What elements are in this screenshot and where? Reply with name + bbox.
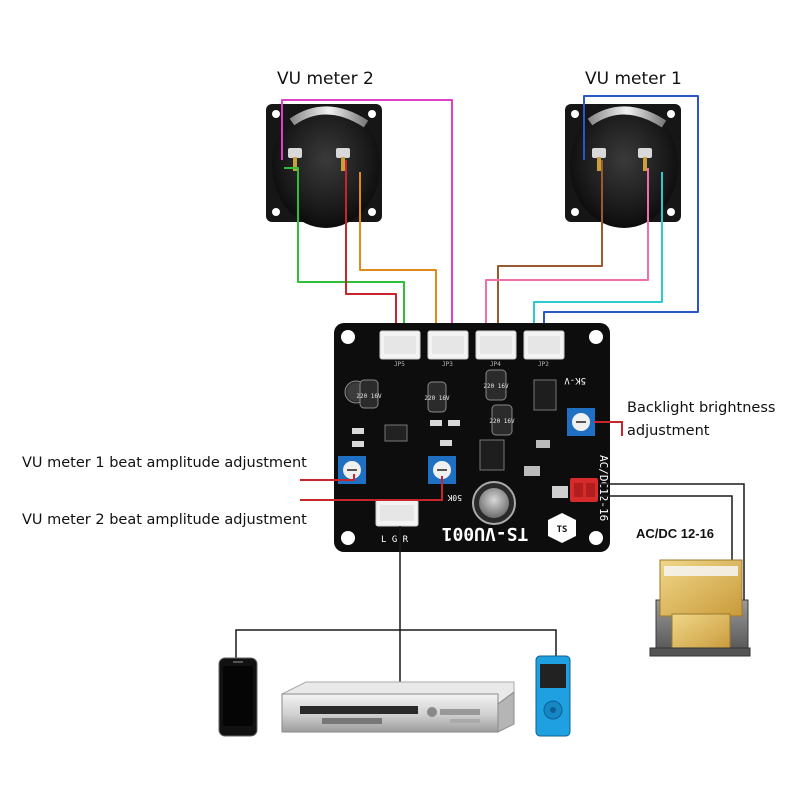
pot-marking-50k: 50K — [447, 493, 462, 502]
pot-marking-5k: 5K-V — [564, 375, 586, 385]
ic-chip — [384, 424, 408, 442]
smd-resistor — [448, 420, 460, 426]
smd-resistor — [352, 441, 364, 447]
cap-c7-label: 220 16V — [424, 395, 450, 402]
backlight-label-line1: Backlight brightness — [627, 400, 776, 416]
cap-c4-label: 220 16V — [489, 418, 515, 425]
vu-meter-1-label: VU meter 1 — [585, 69, 682, 89]
capacitor-c5: 220 16V — [483, 369, 509, 401]
pointer-vu2 — [300, 476, 443, 501]
signal-wires — [281, 95, 699, 335]
logo-badge: TS — [548, 513, 576, 543]
vu1-adjust-label: VU meter 1 beat amplitude adjustment — [22, 455, 307, 471]
wire-pink — [485, 168, 649, 335]
smd-part — [536, 440, 550, 448]
pointer-lines — [300, 421, 623, 501]
vu-meter-2 — [266, 104, 382, 228]
vu-meter-1 — [565, 104, 681, 228]
transistor — [479, 439, 505, 471]
connector-jp4 — [475, 330, 517, 360]
capacitor-c4: 220 16V — [489, 404, 515, 436]
pointer-backlight — [594, 421, 623, 436]
board-model: TS-VU001 — [442, 523, 529, 544]
wire-magenta — [281, 99, 453, 335]
audio-input-connector — [375, 499, 419, 527]
smartphone — [218, 657, 258, 737]
wire-blue — [543, 95, 699, 335]
cap-c6-label: 220 16V — [356, 393, 382, 400]
wire-brown — [497, 160, 603, 335]
wire-red — [345, 160, 397, 335]
backlight-label-line2: adjustment — [627, 423, 710, 439]
jp4-marking: JP4 — [490, 361, 501, 368]
svg-text:TS: TS — [557, 525, 568, 535]
pcb-board: JP5 JP3 JP4 JP2 220 16V 220 16V 220 16V … — [334, 323, 610, 552]
wire-cyan — [533, 172, 663, 335]
board-power-marking: AC/DC12-16 — [597, 455, 610, 521]
capacitor-c7: 220 16V — [424, 381, 450, 413]
smd-part — [552, 486, 568, 498]
vu2-adjust-label: VU meter 2 beat amplitude adjustment — [22, 512, 307, 528]
smd-resistor — [440, 440, 452, 446]
connector-jp3 — [427, 330, 469, 360]
smd-part — [524, 466, 540, 476]
dvd-player — [281, 681, 515, 733]
capacitor-c6: 220 16V — [356, 379, 382, 409]
trimpot-backlight — [567, 408, 595, 436]
smd-resistor — [352, 428, 364, 434]
connector-jp5 — [379, 330, 421, 360]
wire-green — [284, 167, 405, 335]
mp3-player — [535, 655, 571, 737]
transformer — [649, 559, 751, 657]
wire-orange — [359, 172, 437, 335]
pointer-vu1 — [300, 474, 355, 481]
voltage-regulator — [533, 379, 557, 411]
connector-jp2 — [523, 330, 565, 360]
audio-pin-marking: L G R — [381, 535, 409, 545]
jp5-marking: JP5 — [394, 361, 405, 368]
power-input-label: AC/DC 12-16 — [636, 526, 715, 541]
power-connector — [570, 478, 598, 502]
cap-c5-label: 220 16V — [483, 383, 509, 390]
jp2-marking: JP2 — [538, 361, 549, 368]
smd-resistor — [430, 420, 442, 426]
jp3-marking: JP3 — [442, 361, 453, 368]
filter-capacitor — [472, 481, 516, 525]
vu-meter-2-label: VU meter 2 — [277, 69, 374, 89]
audio-source-wires — [235, 526, 557, 686]
